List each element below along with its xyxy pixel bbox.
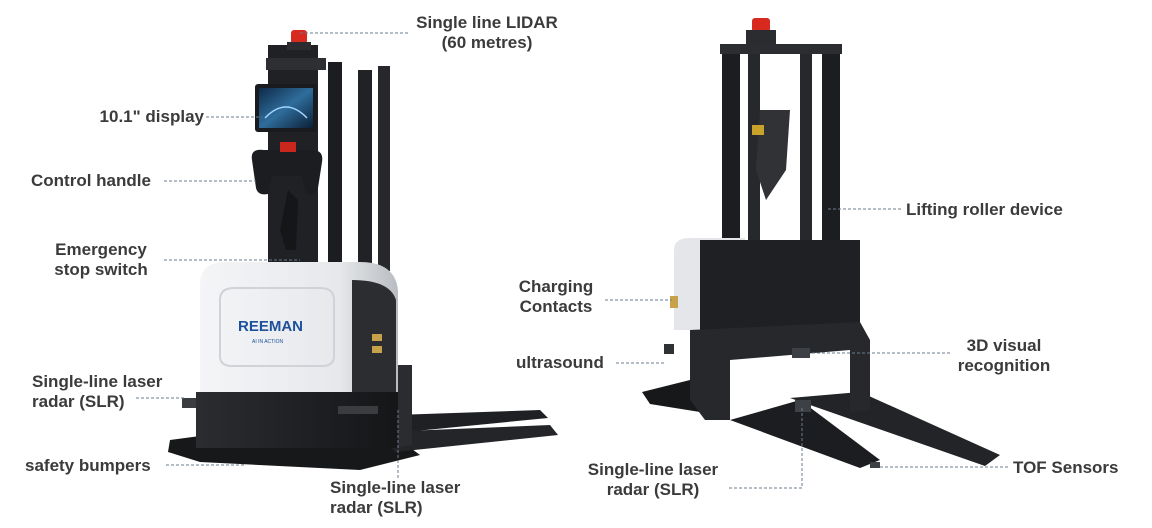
left-lidar-sensor bbox=[291, 30, 307, 44]
left-fork-lower bbox=[380, 425, 558, 452]
left-charging-contact-2 bbox=[372, 346, 382, 353]
right-fork-carriage bbox=[690, 322, 870, 420]
right-lidar-mount bbox=[746, 30, 776, 46]
label-3d-visual: 3D visual recognition bbox=[948, 336, 1060, 376]
left-slr-front-sensor bbox=[338, 406, 378, 414]
label-lidar-line1: Single line LIDAR bbox=[416, 13, 558, 32]
label-slr-left: Single-line laser radar (SLR) bbox=[32, 372, 162, 412]
label-emergency-line1: Emergency bbox=[55, 240, 147, 259]
right-tof-sensor bbox=[870, 462, 880, 468]
right-robot bbox=[642, 18, 1000, 468]
label-display: 10.1" display bbox=[99, 107, 204, 126]
left-lower-skirt bbox=[196, 392, 398, 448]
label-3d-line1: 3D visual bbox=[966, 336, 1042, 355]
label-3d-line2: recognition bbox=[957, 356, 1051, 375]
label-charging-contacts: Charging Contacts bbox=[508, 277, 604, 317]
left-mast-upright-3 bbox=[378, 66, 390, 271]
label-slr-bottom: Single-line laser radar (SLR) bbox=[330, 478, 460, 518]
left-charging-contact-1 bbox=[372, 334, 382, 341]
right-slr-sensor bbox=[795, 400, 811, 412]
leader-slr-right bbox=[728, 408, 803, 489]
label-tof-sensors: TOF Sensors bbox=[1013, 458, 1119, 477]
right-body-dark bbox=[700, 240, 860, 330]
right-handle-back bbox=[756, 110, 790, 200]
left-fork-upper bbox=[395, 410, 548, 432]
label-charging-line2: Contacts bbox=[519, 297, 593, 316]
right-fork-left bbox=[730, 400, 880, 468]
left-display-graphic bbox=[264, 106, 308, 119]
left-display-screen bbox=[259, 88, 313, 128]
label-emergency-stop: Emergency stop switch bbox=[42, 240, 160, 280]
left-slr-sensor bbox=[182, 398, 196, 408]
label-slr-left-line1: Single-line laser bbox=[32, 372, 163, 391]
brand-tagline: AI IN ACTION bbox=[252, 339, 284, 345]
label-emergency-line2: stop switch bbox=[54, 260, 148, 279]
left-mast-upright-1 bbox=[328, 62, 342, 272]
label-lidar-line2: (60 metres) bbox=[441, 33, 533, 52]
label-slr-right-line2: radar (SLR) bbox=[606, 480, 700, 499]
left-control-handle bbox=[251, 149, 323, 195]
left-handle-grip-red bbox=[280, 142, 296, 152]
label-slr-bottom-line2: radar (SLR) bbox=[330, 498, 423, 517]
brand-logo: REEMAN bbox=[238, 318, 303, 335]
right-fork-right bbox=[790, 392, 1000, 466]
left-mast-crossbar bbox=[266, 58, 326, 70]
left-lidar-mount bbox=[287, 42, 311, 50]
label-ultrasound: ultrasound bbox=[516, 353, 604, 372]
label-control-handle: Control handle bbox=[31, 171, 151, 190]
label-charging-line1: Charging bbox=[518, 277, 594, 296]
right-ultrasound-sensor bbox=[664, 344, 674, 354]
right-charging-contacts bbox=[670, 296, 678, 308]
label-lifting-roller: Lifting roller device bbox=[906, 200, 1063, 219]
left-body-panel-outline bbox=[219, 287, 335, 367]
left-handle-arm bbox=[280, 190, 298, 250]
left-body-shell bbox=[200, 262, 398, 395]
label-slr-right: Single-line laser radar (SLR) bbox=[578, 460, 728, 500]
left-robot bbox=[168, 30, 558, 470]
right-handle-accent bbox=[752, 125, 764, 135]
label-slr-left-line2: radar (SLR) bbox=[32, 392, 125, 411]
label-lidar: Single line LIDAR (60 metres) bbox=[402, 13, 572, 53]
right-lidar-sensor bbox=[752, 18, 770, 32]
label-slr-right-line1: Single-line laser bbox=[587, 460, 719, 479]
label-slr-bottom-line1: Single-line laser bbox=[330, 478, 461, 497]
left-mast-upright-2 bbox=[358, 70, 372, 270]
right-mast-top-bar bbox=[720, 44, 842, 54]
right-3d-camera bbox=[792, 348, 810, 358]
leader-lines bbox=[136, 32, 1008, 489]
label-safety-bumpers: safety bumpers bbox=[25, 456, 151, 475]
left-fork-backrest bbox=[395, 365, 412, 448]
